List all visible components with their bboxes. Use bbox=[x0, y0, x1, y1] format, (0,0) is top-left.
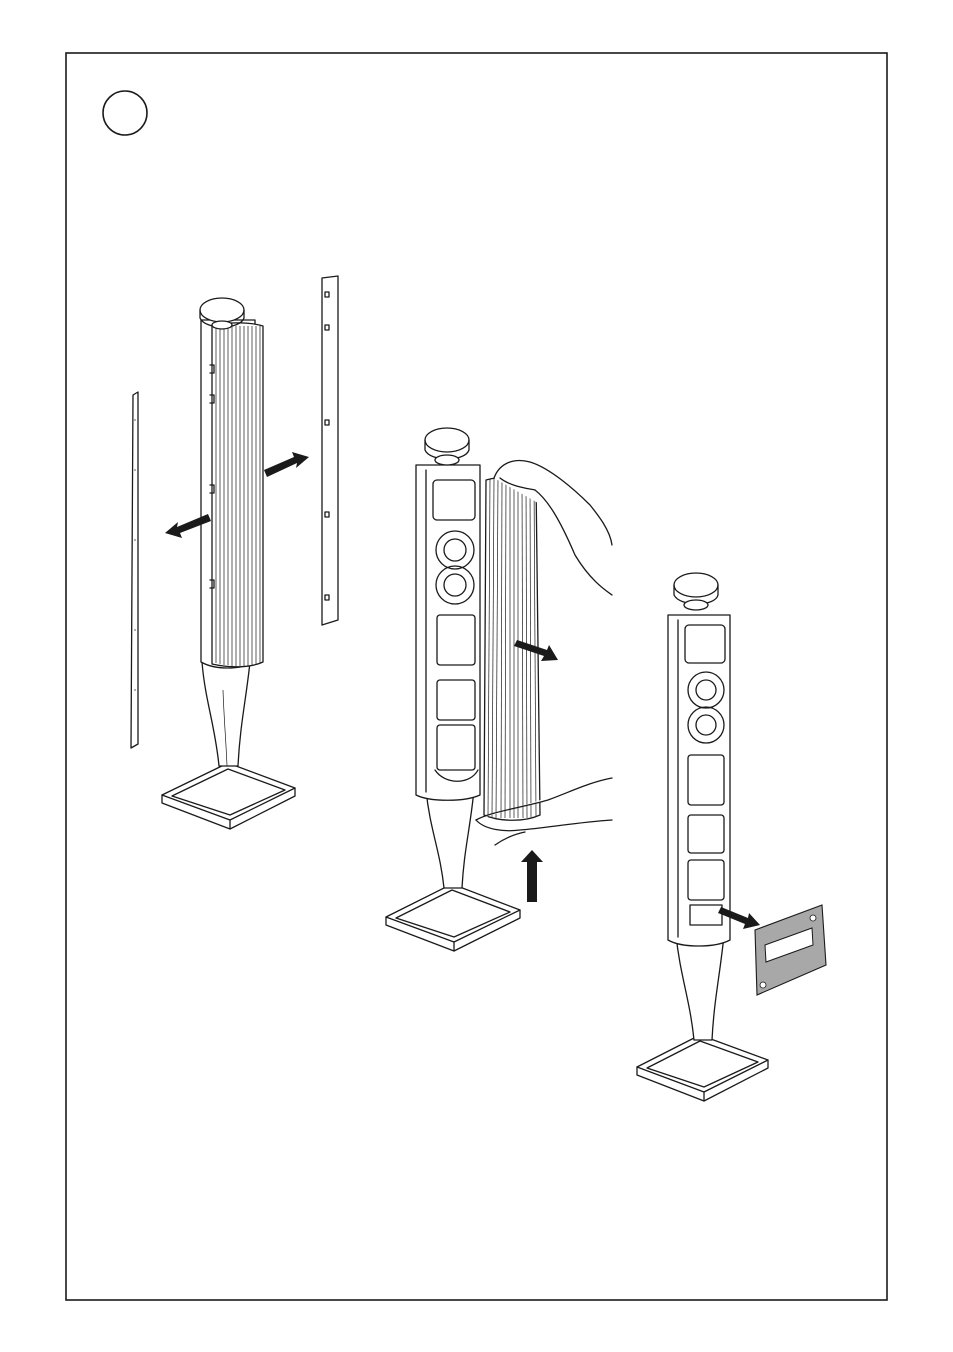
side-panel-right bbox=[322, 276, 338, 625]
speaker-3 bbox=[637, 573, 768, 1101]
arrow-cover-lift-up bbox=[521, 850, 543, 902]
speaker-1 bbox=[162, 298, 295, 829]
arrow-panel-out-right bbox=[264, 452, 309, 477]
step-marker-circle bbox=[103, 91, 147, 135]
side-panel-left bbox=[131, 392, 138, 748]
removed-plate bbox=[755, 905, 826, 995]
